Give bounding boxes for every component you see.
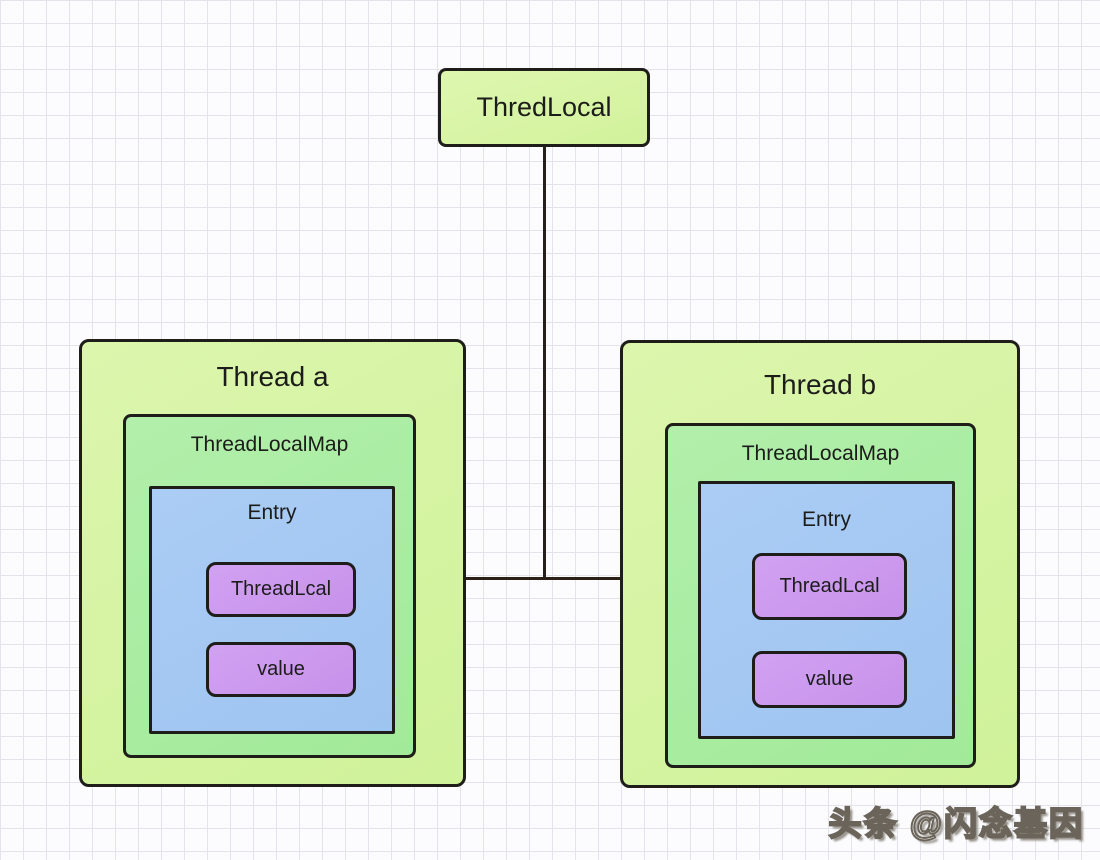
thread-b-threadlcal-node: ThreadLcal [752, 553, 907, 620]
thread-b-box: Thread b ThreadLocalMap Entry ThreadLcal… [620, 340, 1020, 788]
thread-b-title: Thread b [763, 369, 877, 400]
thread-a-threadlcal-label: ThreadLcal [230, 578, 332, 600]
thread-b-threadlocalmap-label: ThreadLocalMap [741, 442, 900, 465]
thread-b-value-label: value [805, 668, 854, 690]
thread-b-threadlocalmap-box: ThreadLocalMap Entry ThreadLcal value [665, 423, 976, 768]
thread-a-value-node: value [206, 642, 356, 697]
thread-a-threadlcal-node: ThreadLcal [206, 562, 356, 617]
thread-b-entry-box: Entry ThreadLcal value [698, 481, 955, 739]
thread-a-box: Thread a ThreadLocalMap Entry ThreadLcal… [79, 339, 466, 787]
connector-horizontal-line [360, 577, 728, 580]
thread-a-entry-box: Entry ThreadLcal value [149, 486, 395, 734]
node-thredlocal: ThredLocal [438, 68, 650, 147]
watermark-text: 头条 @闪念基因 [828, 804, 1084, 843]
thread-b-threadlcal-label: ThreadLcal [779, 575, 880, 597]
thread-a-threadlocalmap-label: ThreadLocalMap [190, 433, 349, 456]
connector-vertical-line [543, 147, 546, 578]
thread-a-entry-label: Entry [247, 501, 297, 524]
thread-a-threadlocalmap-box: ThreadLocalMap Entry ThreadLcal value [123, 414, 416, 758]
thread-a-value-label: value [257, 658, 305, 680]
thread-b-entry-label: Entry [801, 508, 851, 531]
thread-b-value-node: value [752, 651, 907, 708]
thread-a-title: Thread a [216, 361, 329, 392]
node-thredlocal-label: ThredLocal [476, 92, 612, 122]
